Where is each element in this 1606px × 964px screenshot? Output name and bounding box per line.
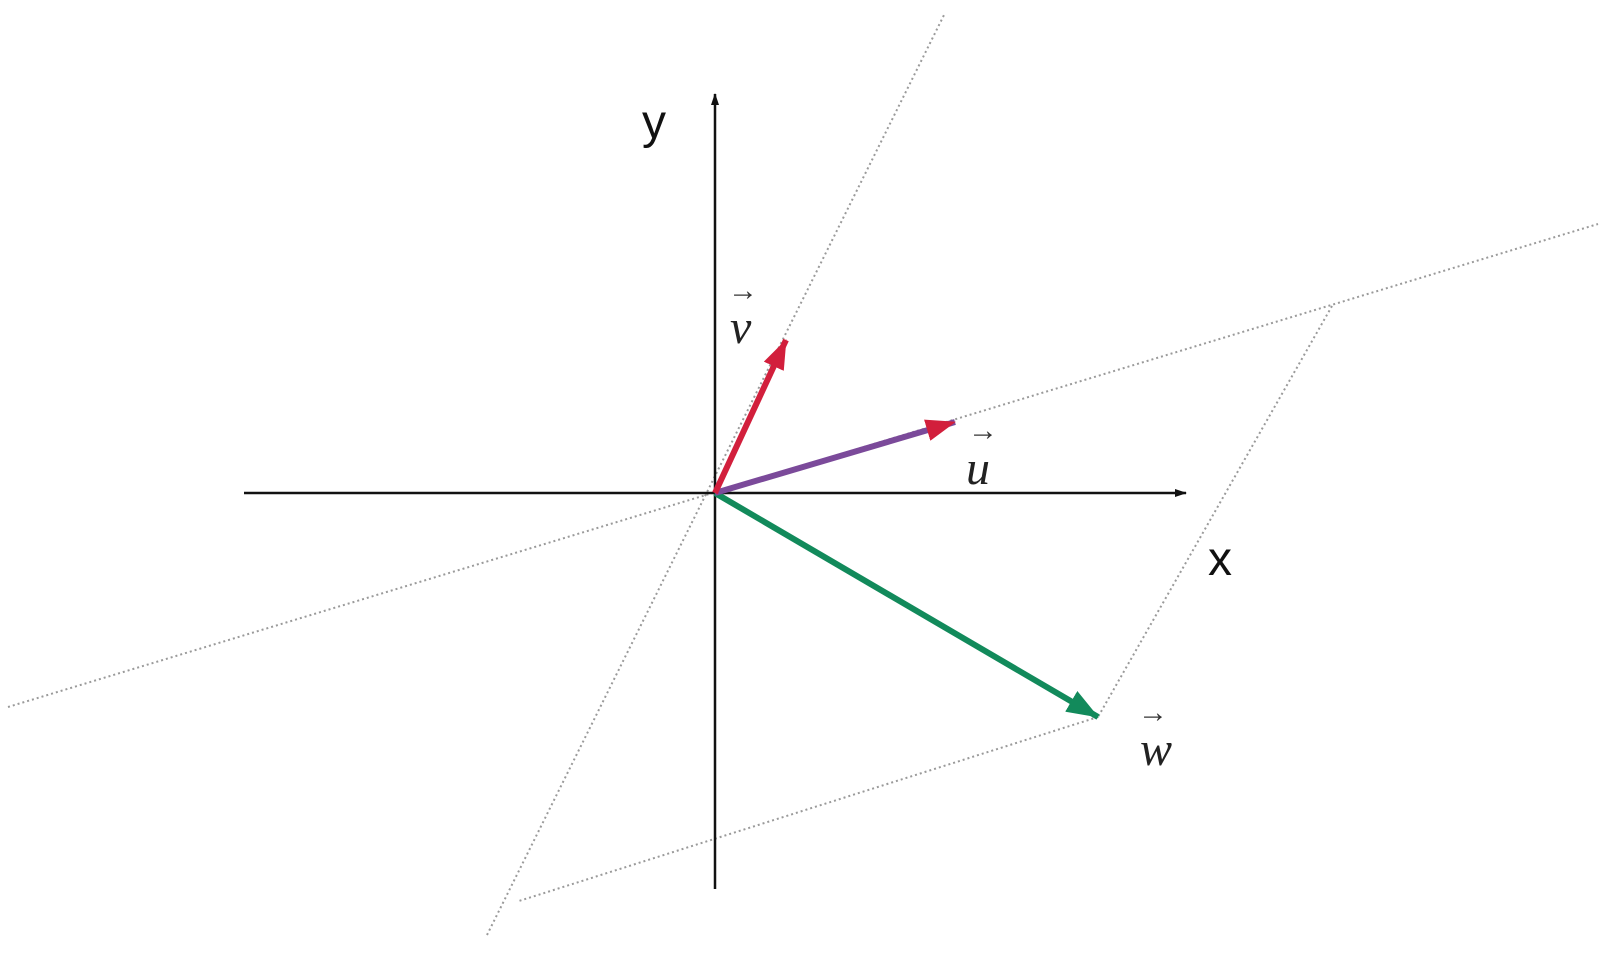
vector-u-arrow [714, 419, 956, 496]
vector-label-w: → w [1138, 696, 1172, 776]
parallelogram-edge-bottom [518, 716, 1099, 902]
vector-arrow-bar-icon: → [968, 414, 998, 447]
vector-arrow-bar-icon: → [728, 274, 758, 307]
vector-v-arrow [712, 338, 789, 495]
vector-w-arrow [713, 490, 1100, 720]
x-axis-label: x [1208, 533, 1232, 586]
guide-lines [7, 14, 1599, 936]
parallelogram-edge-right [1097, 305, 1333, 718]
y-axis-label: y [642, 96, 666, 149]
vector-arrow-bar-icon: → [1138, 696, 1168, 729]
vectors [712, 338, 1100, 720]
vector-label-text: u [966, 442, 990, 495]
vector-label-v: → v [728, 274, 758, 354]
vector-label-u: → u [966, 414, 998, 495]
span-line-v [486, 14, 945, 936]
vector-label-text: w [1140, 723, 1172, 776]
vector-label-text: v [730, 301, 752, 354]
